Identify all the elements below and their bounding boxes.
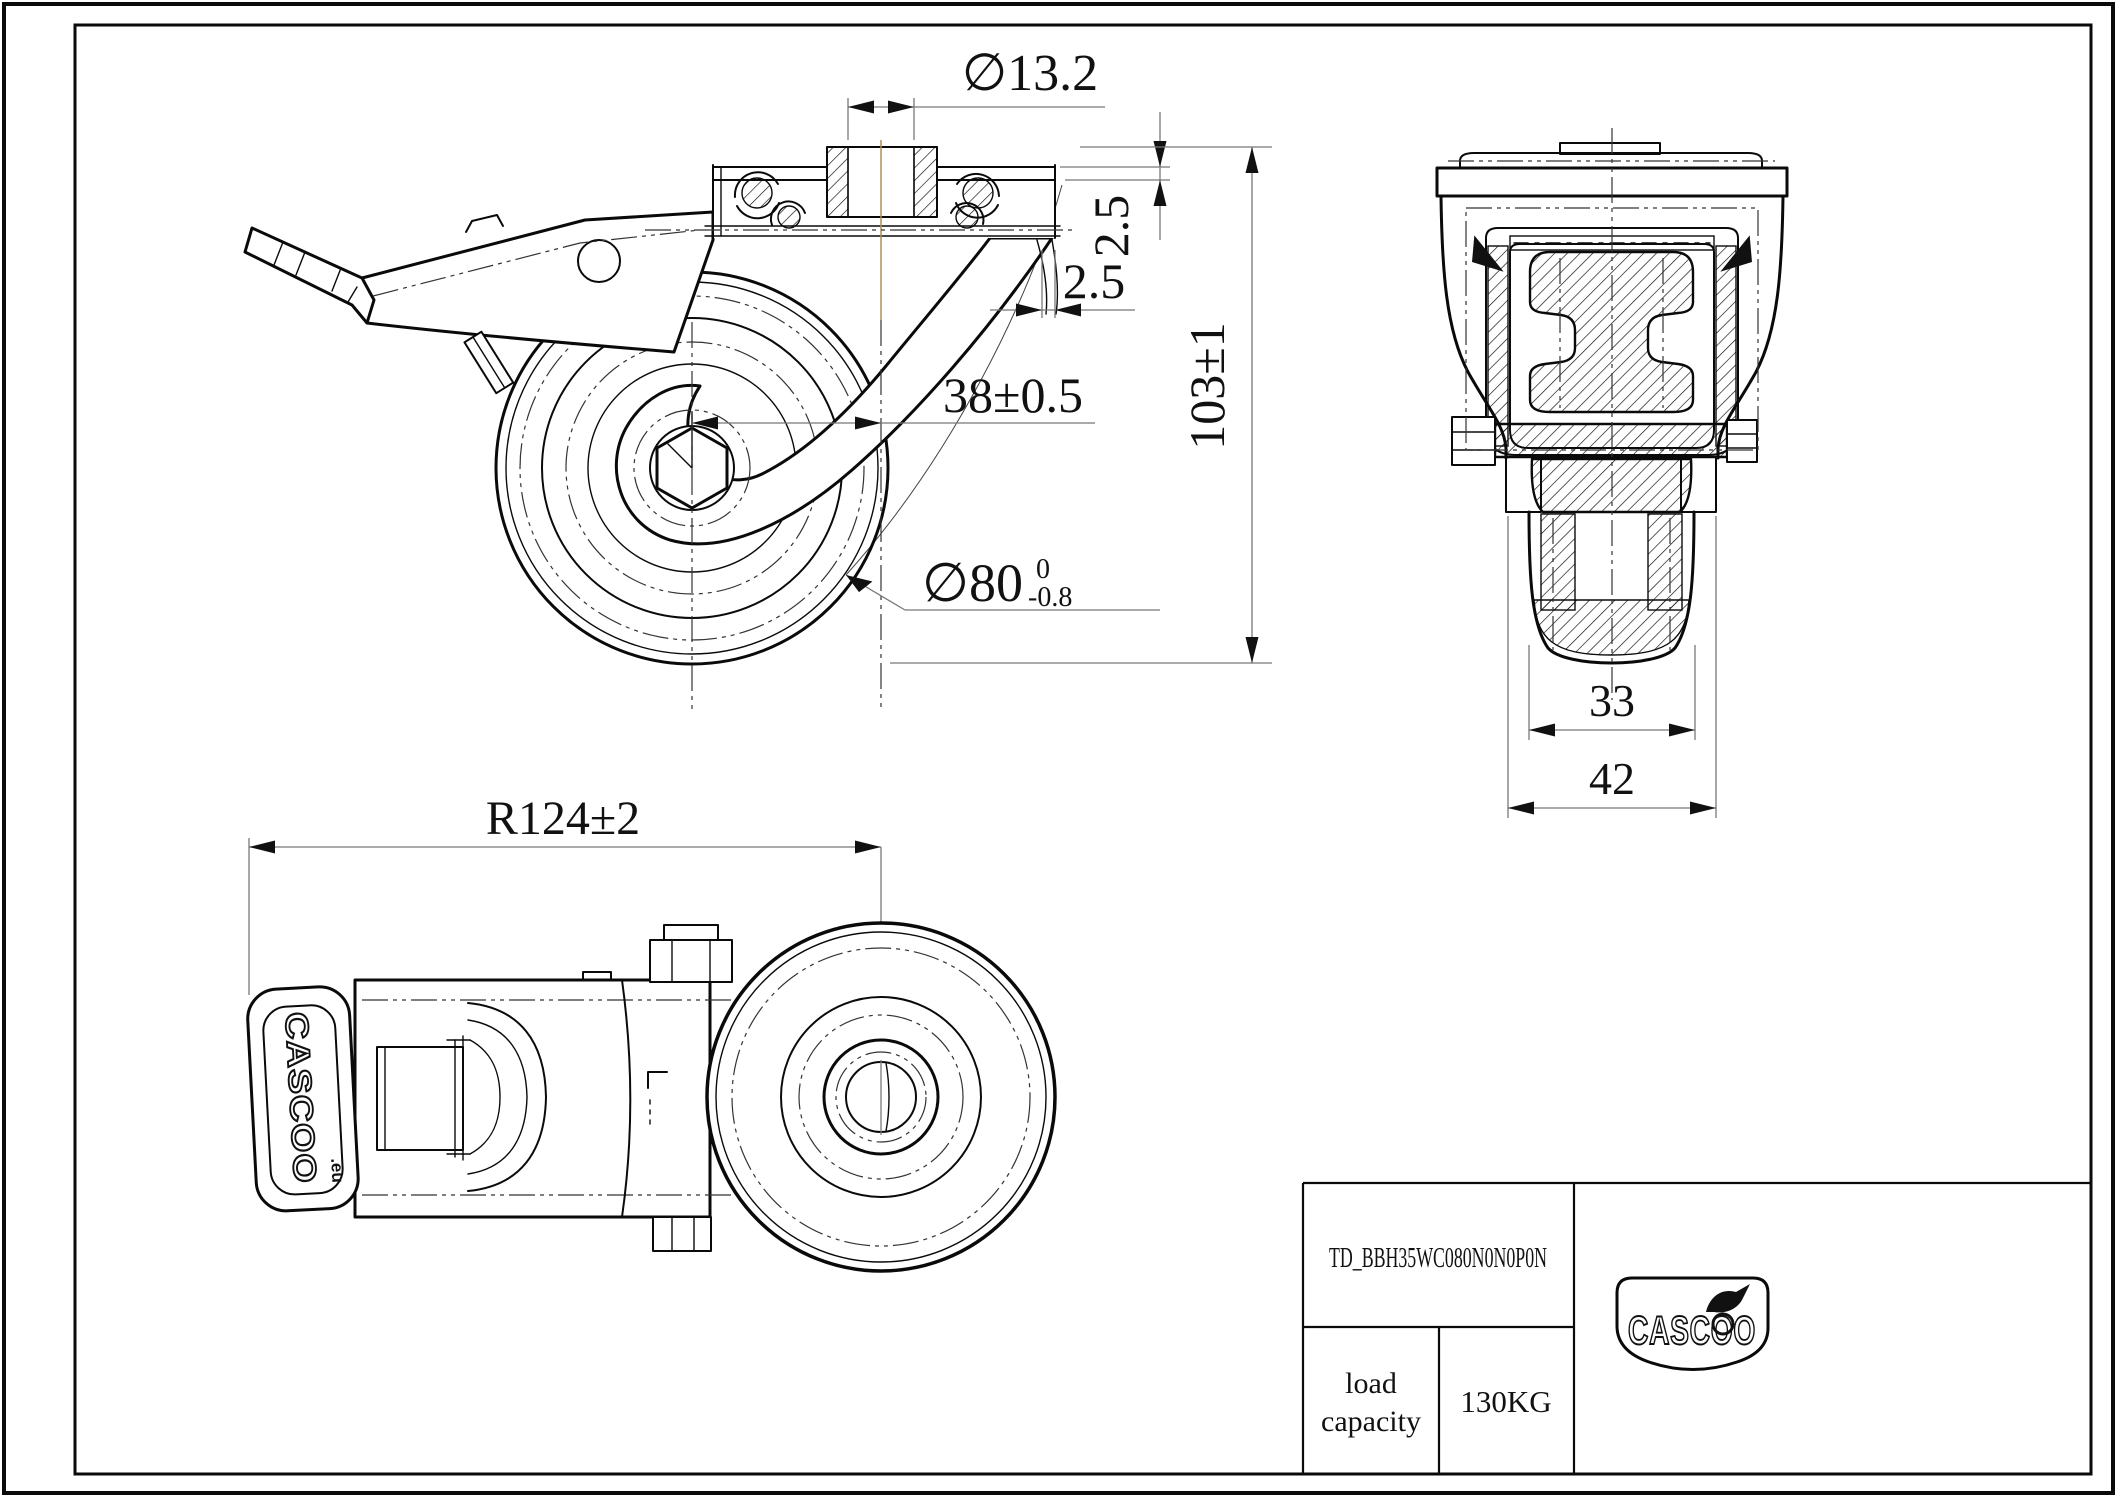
load-capacity-value: 130KG: [1460, 1384, 1551, 1419]
fork-leg: [614, 236, 1054, 546]
axle-hex-head: [1451, 416, 1496, 466]
top-view-housing: [353, 971, 868, 1219]
seal-lip-inner: [1051, 239, 1059, 315]
axle-nut: [1726, 419, 1758, 463]
pedal-brand-suffix: .eu: [327, 1158, 347, 1184]
centerlines-side: [372, 140, 1075, 712]
brake-pedal: CASCOO .eu: [246, 985, 360, 1213]
dim-overall-width: 42: [1589, 753, 1635, 804]
load-capacity-label-line1: load: [1345, 1367, 1397, 1400]
fork-arm: [360, 210, 715, 354]
dim-overall-height: 103±1: [1179, 322, 1235, 449]
dim-tread-width: 33: [1589, 675, 1635, 726]
brake-lever: [243, 226, 376, 325]
brand-logo-text: CASCOO: [1628, 1309, 1756, 1353]
dim-plate-thickness: 2.5: [1083, 195, 1139, 258]
dim-bolt-hole-diameter: ∅13.2: [962, 45, 1098, 102]
kingpin-bolt: [649, 924, 733, 983]
dim-seal-gap: 2.5: [1063, 253, 1126, 309]
axle-front: [1451, 416, 1758, 466]
fork-arm-hole: [577, 239, 621, 283]
swivel-cap: [1459, 152, 1763, 169]
brake-pad-bar: [463, 330, 515, 395]
dimensions-side: ∅13.2 2.5 2.5 38±0.5: [692, 45, 1272, 664]
brand-logo-bird-icon: [1706, 1284, 1750, 1313]
dim-wheel-diameter-tol-upper: 0: [1036, 554, 1050, 585]
seal-lip-outer: [1036, 239, 1048, 315]
dimension-swivel-radius: R124±2: [248, 792, 882, 1100]
bottom-axle-nut: [652, 1216, 712, 1252]
tread-outline: [1527, 510, 1696, 665]
dim-wheel-diameter: ∅80: [922, 553, 1023, 613]
top-plate-assembly: [704, 146, 1061, 315]
top-view: R124±2: [246, 792, 1057, 1273]
axle-hub: [633, 409, 751, 527]
hex-nut: [655, 426, 729, 510]
dim-wheel-offset: 38±0.5: [943, 367, 1083, 423]
top-view-wheel: [705, 921, 1057, 1273]
load-capacity-label-line2: capacity: [1321, 1405, 1421, 1438]
title-block: TD_BBH35WC080N0N0P0N load capacity 130KG…: [1301, 1181, 2091, 1474]
section-indicator: [1465, 207, 1759, 451]
side-view: ∅13.2 2.5 2.5 38±0.5: [243, 45, 1272, 712]
brand-logo: CASCOO: [1615, 1276, 1770, 1371]
part-number: TD_BBH35WC080N0N0P0N: [1329, 1243, 1547, 1274]
front-view: 33 42: [1435, 128, 1789, 818]
dimensions-front: 33 42: [1507, 516, 1717, 818]
dim-swivel-radius: R124±2: [486, 792, 640, 845]
fork-arm-tab: [465, 214, 504, 233]
dim-wheel-diameter-tol-lower: -0.8: [1028, 582, 1072, 613]
section-mark: [647, 1071, 668, 1089]
ball-bearings: [733, 171, 1000, 229]
